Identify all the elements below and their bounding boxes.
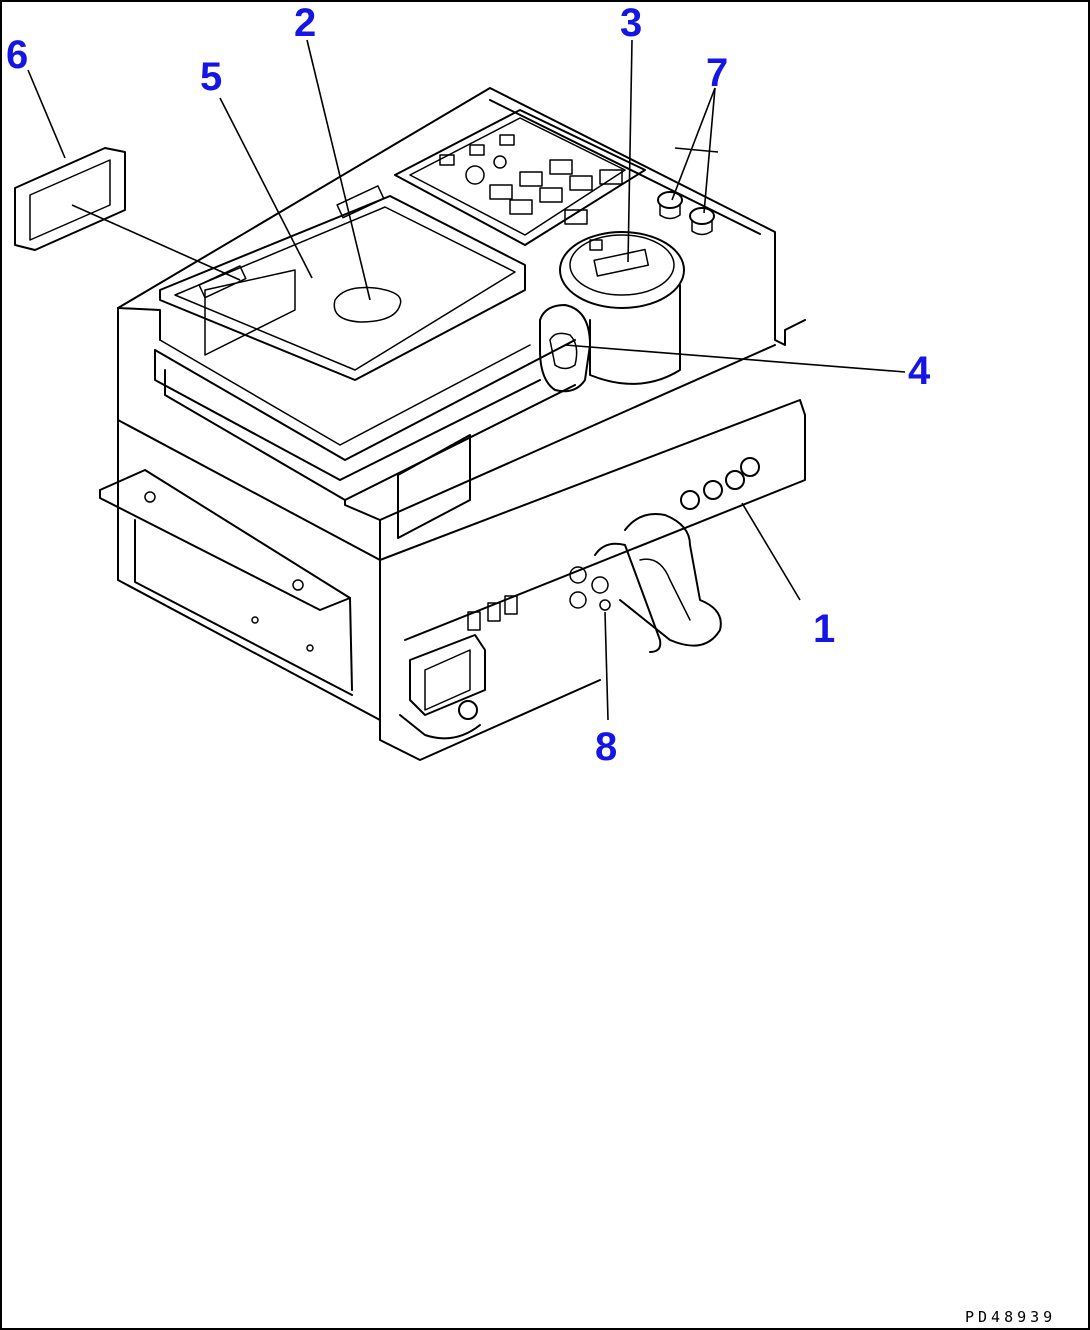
callout-5: 5 <box>200 55 222 99</box>
leader-lines <box>27 39 906 721</box>
callout-3: 3 <box>620 1 642 45</box>
knob <box>539 304 591 393</box>
buttons-7 <box>657 191 715 236</box>
part-5-frame <box>204 269 296 356</box>
switch-panel <box>394 109 646 246</box>
console-assembly <box>99 87 806 761</box>
callout-8: 8 <box>595 725 617 769</box>
drawing-code: PD48939 <box>965 1308 1056 1326</box>
round-gauge <box>559 231 685 385</box>
callout-1: 1 <box>813 607 835 651</box>
lower-connector <box>409 595 518 720</box>
hinges <box>198 185 385 299</box>
part-2-marker <box>333 286 402 323</box>
callout-7: 7 <box>706 51 728 95</box>
callout-6: 6 <box>6 33 28 77</box>
plate-6 <box>14 147 126 251</box>
connectors-1 <box>569 457 760 653</box>
callout-4: 4 <box>908 349 931 393</box>
callout-2: 2 <box>294 1 316 45</box>
